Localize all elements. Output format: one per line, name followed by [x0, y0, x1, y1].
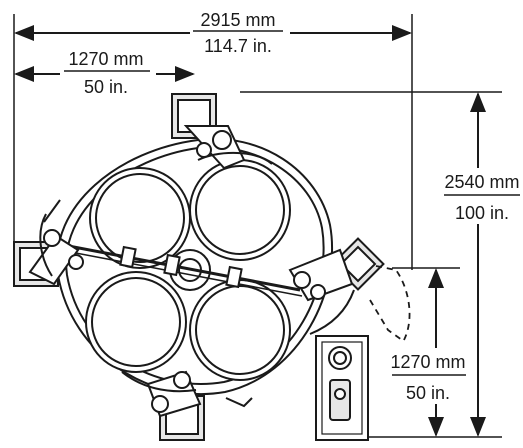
- swing-path-dashed: [369, 299, 403, 341]
- outrigger-pivot: [43, 229, 61, 247]
- tank-rim: [91, 277, 181, 367]
- outrigger-pivot: [196, 142, 212, 158]
- tank-lower-left: [85, 271, 187, 373]
- outrigger-pivot: [293, 271, 311, 289]
- control-depth-dimension: 1270 mm 50 in.: [386, 267, 472, 437]
- outrigger-pivot: [212, 130, 232, 150]
- tank-rim: [195, 165, 285, 255]
- housing-inner-rim: [65, 146, 325, 385]
- half-width-metric: 1270 mm: [68, 49, 143, 69]
- half-width-imperial: 50 in.: [84, 77, 128, 97]
- tank-lower-right: [189, 279, 291, 381]
- tie-bar: [57, 242, 301, 292]
- outrigger-brace: [225, 397, 253, 408]
- overall-width-dimension: 2915 mm 114.7 in.: [13, 6, 413, 270]
- control-depth-imperial: 50 in.: [406, 383, 450, 403]
- tank-rim: [95, 173, 185, 263]
- overall-width-imperial: 114.7 in.: [204, 36, 272, 56]
- label-backing: [190, 6, 290, 60]
- outrigger-top: [171, 93, 273, 170]
- tie-bar-clamp: [119, 245, 137, 269]
- overall-width-metric: 2915 mm: [200, 10, 275, 30]
- outrigger-pivot: [151, 395, 169, 413]
- half-width-dimension: 1270 mm 50 in.: [14, 46, 195, 98]
- tie-bar-edge: [59, 249, 303, 297]
- outrigger-pivot: [68, 254, 84, 270]
- label-backing: [60, 46, 156, 98]
- overall-depth-dimension: 2540 mm 100 in.: [240, 91, 523, 438]
- control-knob: [334, 388, 346, 400]
- tank-upper-right: [189, 159, 291, 261]
- outrigger-pivot: [310, 284, 326, 300]
- outrigger-link: [309, 289, 355, 335]
- label-backing: [440, 168, 523, 224]
- outrigger-left: [13, 199, 84, 287]
- operator-seat: [333, 351, 347, 365]
- tie-bar-clamp: [225, 265, 243, 289]
- label-backing: [386, 348, 472, 404]
- outrigger-arm: [28, 234, 80, 286]
- control-console-inner: [321, 341, 363, 435]
- control-station: [315, 335, 369, 441]
- outrigger-brace: [43, 199, 61, 223]
- outrigger-right: [288, 237, 411, 341]
- overall-depth-metric: 2540 mm: [444, 172, 519, 192]
- outrigger-pivot: [173, 371, 191, 389]
- swing-path-dashed: [375, 265, 411, 341]
- outrigger-link: [121, 371, 197, 393]
- outrigger-link: [39, 213, 53, 277]
- outrigger-bottom: [121, 370, 253, 441]
- tie-bar-clamp: [163, 253, 181, 277]
- foot-pad-inner: [339, 245, 377, 283]
- overall-depth-imperial: 100 in.: [455, 203, 509, 223]
- outrigger-link: [197, 152, 273, 165]
- control-depth-metric: 1270 mm: [390, 352, 465, 372]
- tank-rim: [195, 285, 285, 375]
- machine-body: [56, 137, 334, 395]
